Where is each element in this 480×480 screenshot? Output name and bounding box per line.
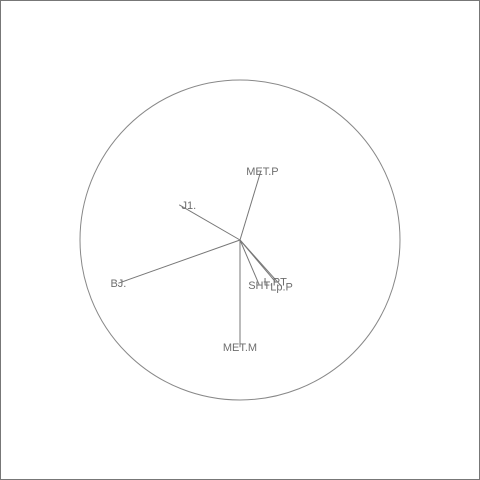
- vector-sht: [239, 239, 260, 285]
- vector-label-met-m: MET.M: [223, 342, 257, 354]
- vector-label-bj: BJ.: [110, 278, 126, 290]
- unit-circle: [79, 79, 401, 401]
- vector-label-lp-p: Lp.P: [270, 281, 293, 293]
- vector-label-j1: J1.: [181, 200, 196, 212]
- vector-label-sht: SHT: [248, 280, 270, 292]
- vector-j1: [178, 204, 241, 241]
- vector-label-met-p: MET.P: [246, 166, 278, 178]
- vector-bj: [118, 239, 241, 284]
- vector-label-l-pt: L.PT: [264, 277, 288, 289]
- vector-met-p: [239, 171, 262, 241]
- vector-lp-p: [239, 239, 282, 287]
